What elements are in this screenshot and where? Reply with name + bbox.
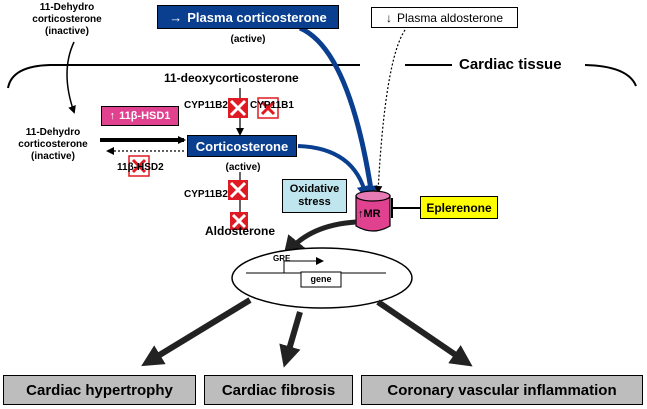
left-dehydro-label: 11-Dehydro corticosterone (inactive) xyxy=(18,127,88,162)
cardiac-tissue-label: Cardiac tissue xyxy=(459,56,562,73)
block-icon-hsd2 xyxy=(128,155,150,177)
mr-receptor xyxy=(355,190,391,232)
arrow-top-left-down xyxy=(66,41,76,114)
hsd2-label: 11β-HSD2 xyxy=(117,162,164,173)
plasma-corticosterone-box: → Plasma corticosterone xyxy=(157,5,339,29)
outcome-coronary-vascular-inflammation: Coronary vascular inflammation xyxy=(361,375,643,405)
block-icon-cyp11b2-bottom xyxy=(228,180,248,200)
cardiac-membrane-left xyxy=(7,64,360,89)
cardiac-membrane-right-end xyxy=(584,64,637,87)
arrow-to-fibrosis xyxy=(279,311,303,368)
corticosterone-state: (active) xyxy=(225,162,261,173)
gre-label: GRE xyxy=(273,254,291,263)
block-icon-cyp11b2-top xyxy=(228,98,248,118)
arrow-cort-to-mr xyxy=(297,144,371,200)
cyp11b1-label: CYP11B1 xyxy=(250,100,294,111)
mr-label: ↑MR xyxy=(358,208,381,220)
corticosterone-box: Corticosterone xyxy=(187,135,297,157)
deoxycorticosterone-label: 11-deoxycorticosterone xyxy=(164,71,299,85)
block-icon-aldosterone xyxy=(230,212,248,230)
gene-box xyxy=(300,271,342,288)
arrow-to-hypertrophy xyxy=(141,297,252,367)
arrow-plasma-cort-to-mr xyxy=(298,25,378,200)
arrow-to-inflammation xyxy=(376,299,473,367)
block-icon-cyp11b1 xyxy=(257,97,279,119)
cyp11b2-top-label: CYP11B2 xyxy=(184,100,228,111)
top-left-dehydro-label: 11-Dehydro corticosterone (inactive) xyxy=(32,2,102,37)
outcome-cardiac-fibrosis: Cardiac fibrosis xyxy=(204,375,353,405)
aldosterone-label: Aldosterone xyxy=(205,224,276,238)
transcription-arrow xyxy=(283,257,324,273)
outcome-cardiac-hypertrophy: Cardiac hypertrophy xyxy=(3,375,196,405)
arrow-aldo-to-mr xyxy=(374,29,406,194)
plasma-aldosterone-box: ↓ Plasma aldosterone xyxy=(371,7,518,28)
plasma-corticosterone-state: (active) xyxy=(230,34,266,45)
gene-label: gene xyxy=(310,274,332,284)
cyp11b2-bottom-label: CYP11B2 xyxy=(184,189,228,200)
arrow-mr-to-nucleus xyxy=(282,219,357,259)
hsd1-box: ↑ 11β-HSD1 xyxy=(101,106,179,126)
eplerenone-box: Eplerenone xyxy=(420,196,498,219)
oxidative-stress-box: Oxidative stress xyxy=(282,179,347,213)
